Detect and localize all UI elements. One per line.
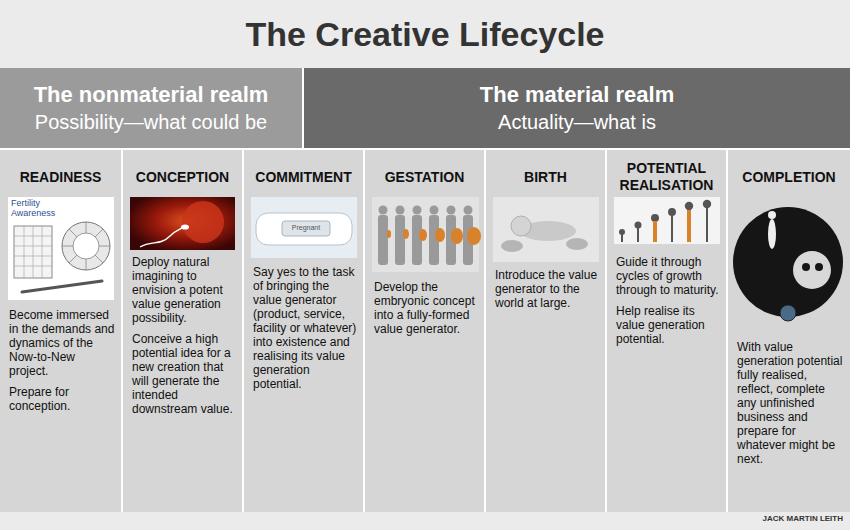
stage-body: Develop the embryonic concept into a ful… bbox=[374, 280, 478, 343]
stage-description: With value generation potential fully re… bbox=[737, 340, 844, 466]
stage-body: Guide it through cycles of growth throug… bbox=[616, 255, 720, 353]
image-caption: Fertility Awareness bbox=[11, 199, 71, 219]
stage-column: CONCEPTION Deploy natural imagining to en… bbox=[123, 150, 242, 512]
stage-body: Become immersed in the demands and dynam… bbox=[9, 308, 115, 420]
stage-column: GESTATION Develop the embryonic concept i… bbox=[365, 150, 484, 512]
stage-heading: GESTATION bbox=[367, 158, 482, 196]
stage-description: Become immersed in the demands and dynam… bbox=[9, 308, 115, 378]
stage-description: Say yes to the task of bringing the valu… bbox=[253, 265, 357, 391]
stage-description: Guide it through cycles of growth throug… bbox=[616, 255, 720, 297]
stage-description: Help realise its value generation potent… bbox=[616, 304, 720, 346]
stage-description: Conceive a high potential idea for a new… bbox=[132, 332, 236, 416]
stage-heading: COMMITMENT bbox=[246, 158, 361, 196]
realm-subheading: Actuality—what is bbox=[498, 109, 656, 135]
stage-body: Deploy natural imagining to envision a p… bbox=[132, 255, 236, 423]
author-credit: JACK MARTIN LEITH bbox=[600, 515, 843, 524]
realm-band: The nonmaterial realmPossibility—what co… bbox=[0, 68, 302, 148]
stage-column: BIRTH Introduce the value generator to th… bbox=[486, 150, 605, 512]
stage-body: Say yes to the task of bringing the valu… bbox=[253, 265, 357, 398]
stage-column: POTENTIAL REALISATION Guide it through cy… bbox=[607, 150, 726, 512]
realm-heading: The nonmaterial realm bbox=[34, 81, 269, 109]
stage-body: With value generation potential fully re… bbox=[737, 340, 844, 473]
stage-description: Deploy natural imagining to envision a p… bbox=[132, 255, 236, 325]
stage-description: Prepare for conception. bbox=[9, 385, 115, 413]
realm-subheading: Possibility—what could be bbox=[35, 109, 267, 135]
stage-heading: BIRTH bbox=[488, 158, 603, 196]
stage-column: COMPLETION With value generation potentia… bbox=[728, 150, 850, 512]
realm-heading: The material realm bbox=[480, 81, 674, 109]
stage-heading: POTENTIAL REALISATION bbox=[609, 158, 724, 196]
stage-description: Develop the embryonic concept into a ful… bbox=[374, 280, 478, 336]
stage-body: Introduce the value generator to the wor… bbox=[495, 268, 599, 317]
stage-heading: CONCEPTION bbox=[125, 158, 240, 196]
realm-band: The material realmActuality—what is bbox=[304, 68, 850, 148]
stage-heading: COMPLETION bbox=[730, 158, 848, 196]
stage-heading: READINESS bbox=[2, 158, 119, 196]
stage-column: COMMITMENT Say yes to the task of bringin… bbox=[244, 150, 363, 512]
diagram-title: The Creative Lifecycle bbox=[0, 0, 850, 68]
stage-description: Introduce the value generator to the wor… bbox=[495, 268, 599, 310]
test-result: Pregnant bbox=[282, 224, 330, 232]
footer-bar bbox=[0, 512, 850, 530]
